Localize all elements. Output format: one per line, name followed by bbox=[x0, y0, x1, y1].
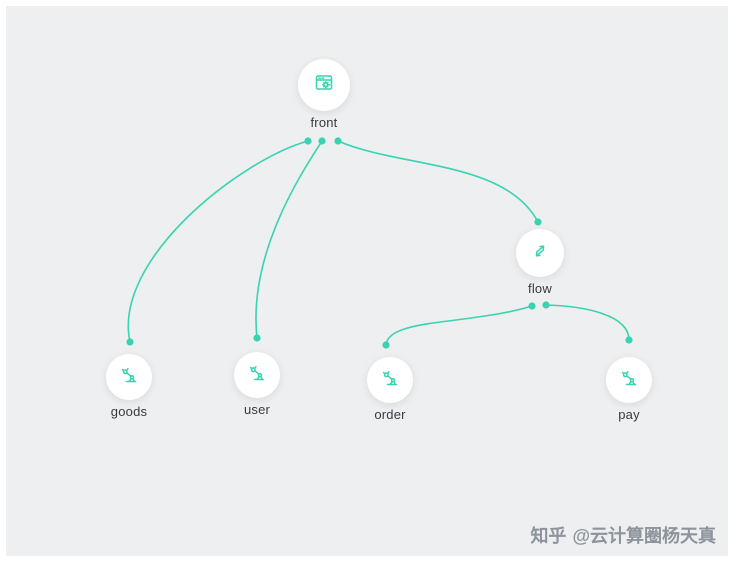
edge-pay-flow bbox=[545, 304, 630, 341]
edge-endpoint-dot bbox=[253, 334, 261, 342]
node-label-goods: goods bbox=[110, 404, 148, 419]
watermark-handle: @云计算圈杨天真 bbox=[572, 526, 716, 546]
diagram-node-front[interactable] bbox=[298, 59, 350, 111]
watermark-brand: 知乎 bbox=[530, 526, 567, 546]
robot-arm-icon bbox=[378, 366, 402, 395]
edge-endpoint-dot bbox=[304, 137, 312, 145]
edge-front-flow bbox=[337, 140, 539, 223]
robot-arm-icon bbox=[245, 361, 269, 390]
node-label-user: user bbox=[243, 402, 271, 417]
robot-arm-icon bbox=[617, 366, 641, 395]
edge-endpoint-dot bbox=[534, 218, 542, 226]
edge-user-front bbox=[255, 140, 323, 339]
transfer-icon bbox=[528, 239, 552, 268]
diagram-canvas bbox=[6, 6, 728, 556]
edge-goods-front bbox=[127, 140, 309, 343]
edge-endpoint-dot bbox=[542, 301, 550, 309]
edge-endpoint-dot bbox=[528, 302, 536, 310]
browser-gear-icon bbox=[312, 71, 336, 100]
edge-endpoint-dot bbox=[126, 338, 134, 346]
diagram-node-goods[interactable] bbox=[106, 354, 152, 400]
diagram-node-flow[interactable] bbox=[516, 229, 564, 277]
edge-endpoint-dot bbox=[318, 137, 326, 145]
edge-order-flow bbox=[385, 305, 533, 346]
diagram-node-order[interactable] bbox=[367, 357, 413, 403]
edge-endpoint-dot bbox=[382, 341, 390, 349]
robot-arm-icon bbox=[117, 363, 141, 392]
edge-endpoint-dot bbox=[334, 137, 342, 145]
node-label-flow: flow bbox=[528, 281, 552, 296]
edge-endpoint-dot bbox=[625, 336, 633, 344]
diagram-node-user[interactable] bbox=[234, 352, 280, 398]
diagram-node-pay[interactable] bbox=[606, 357, 652, 403]
node-label-order: order bbox=[374, 407, 406, 422]
watermark: 知乎 @云计算圈杨天真 bbox=[530, 522, 716, 548]
node-label-pay: pay bbox=[618, 407, 640, 422]
node-label-front: front bbox=[310, 115, 338, 130]
